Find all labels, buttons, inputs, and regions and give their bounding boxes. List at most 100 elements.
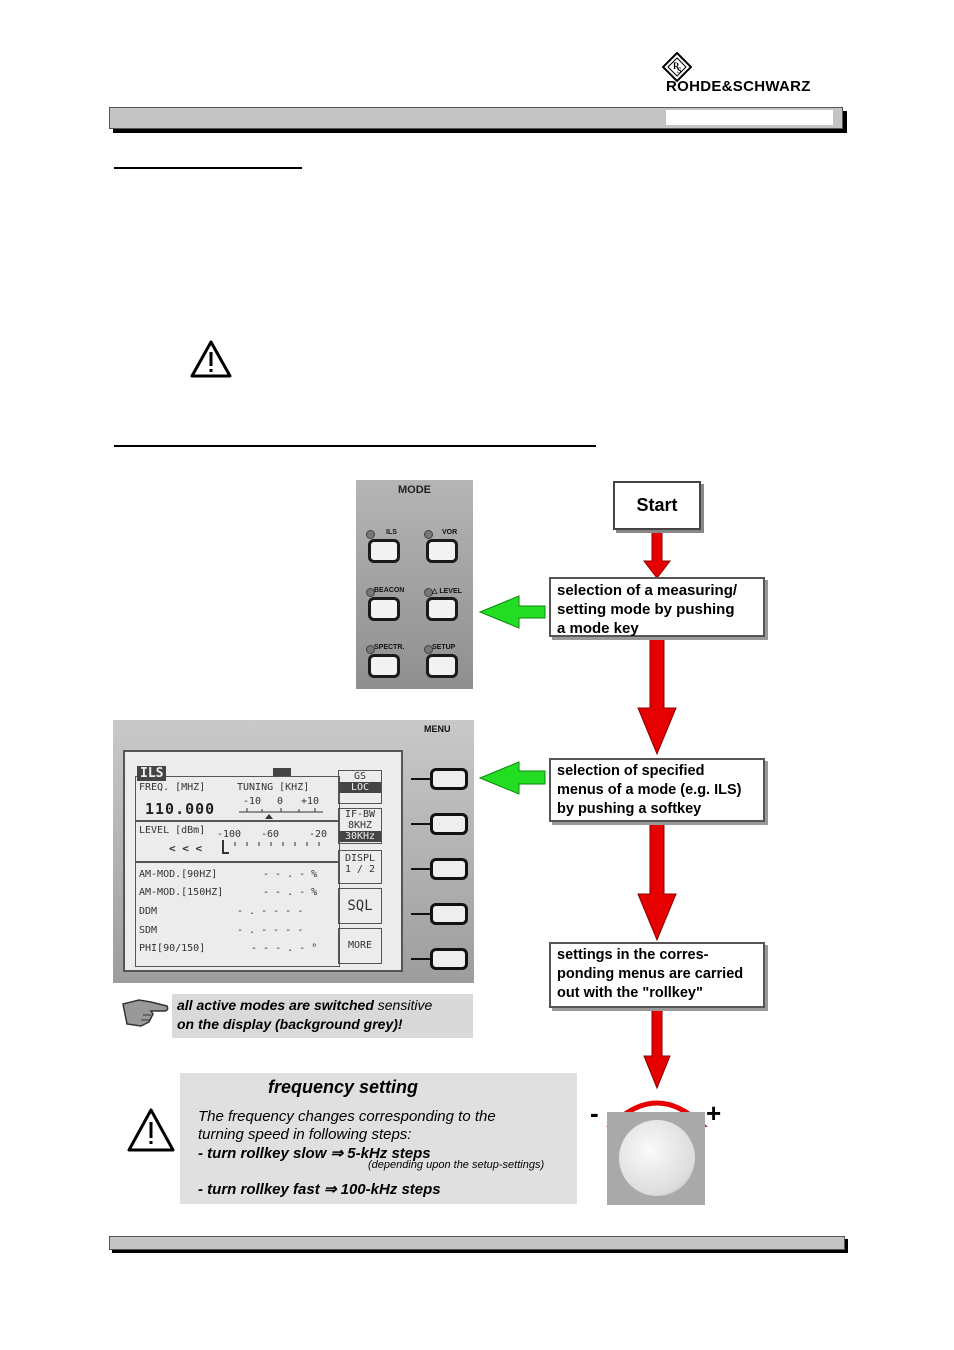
softkey-text: 8KHZ [347,820,373,831]
softkey-connector [411,958,431,960]
tuning-tick: 0 [277,796,284,807]
softkey-connector [411,823,431,825]
led-icon [424,645,433,654]
row-label: AM-MOD.[90HZ] [139,869,218,880]
tuning-label: TUNING [KHZ] [237,782,310,793]
pointing-hand-icon [122,999,169,1027]
warning-icon [190,340,232,378]
rollkey-photo [607,1112,705,1205]
section-rule [114,445,596,447]
brand-name: ROHDE&SCHWARZ [666,78,811,95]
header-bar-slot [666,110,833,125]
flow-step-rollkey-settings: settings in the corres- ponding menus ar… [549,942,765,1008]
plus-sign: + [706,1098,722,1128]
key-cap [368,597,400,621]
softkey-2[interactable] [430,813,468,835]
rollkey-fast-step: - turn rollkey fast ⇒ 100-kHz steps [198,1181,441,1198]
softkey-label-gs-loc: GS LOC [338,770,382,804]
flow-step-line: ponding menus are carried [557,966,744,982]
header-bar [109,107,843,129]
rollkey-slow-step: - turn rollkey slow ⇒ 5-kHz steps [198,1145,431,1162]
row-value: - - . - % [263,869,318,880]
led-icon [366,530,375,539]
note-line2: on the display (background grey)! [177,1016,403,1032]
key-cap [426,654,458,678]
spectrum-mode-key[interactable]: SPECTR. [362,641,406,683]
key-label: SPECTR. [374,644,405,651]
pointer-arrow-green [478,595,546,795]
setup-mode-key[interactable]: SETUP [420,641,464,683]
minus-sign: - [590,1098,599,1128]
freq-label: FREQ. [MHZ] [139,782,206,793]
mode-panel-title: MODE [398,484,431,496]
freq-value: 110.000 [145,800,216,818]
softkey-connector [411,778,431,780]
frequency-setting-box: frequency setting The frequency changes … [180,1073,577,1204]
softkey-connector [411,913,431,915]
softkey-text: 1 / 2 [344,864,376,875]
level-value: < < < [169,842,203,855]
lcd-screen: ILS FREQ. [MHZ] 110.000 TUNING [KHZ] -10… [123,750,403,972]
start-box: Start [613,481,701,530]
flow-step-softkey-selection: selection of specified menus of a mode (… [549,758,765,822]
tuning-tick: +10 [301,796,320,807]
row-label: AM-MOD.[150HZ] [139,887,224,898]
level-label: LEVEL [dBm] [139,825,206,836]
note-normal: sensitive [373,997,433,1013]
level-section [135,821,340,862]
flow-step-line: by pushing a softkey [557,801,702,817]
frequency-section [135,776,340,821]
level-scale [222,840,320,854]
menu-label: MENU [424,724,451,734]
row-label: DDM [139,906,158,917]
mode-tag: ILS [137,766,167,781]
flow-step-line: selection of specified [557,763,705,779]
row-value: - - - . - ° [251,943,318,954]
softkey-text: GS [353,771,367,782]
softkey-text-active: LOC [339,782,381,793]
level-mode-key[interactable]: △ LEVEL [420,584,464,626]
softkey-5[interactable] [430,948,468,970]
key-cap [426,539,458,563]
ils-mode-key[interactable]: ILS [362,526,406,568]
led-icon [424,588,433,597]
row-value: - . - - - - [237,906,304,917]
key-cap [368,654,400,678]
footer-bar [109,1236,845,1250]
rollkey-knob[interactable] [619,1120,695,1196]
flow-step-line: setting mode by pushing [557,601,735,618]
led-icon [424,530,433,539]
softkey-text-active: 30KHz [339,831,381,842]
led-icon [366,645,375,654]
row-value: - - . - % [263,887,318,898]
flow-step-line: menus of a mode (e.g. ILS) [557,782,742,798]
softkey-4[interactable] [430,903,468,925]
softkey-3[interactable] [430,858,468,880]
softkey-label-ifbw: IF-BW 8KHZ 30KHz [338,808,382,844]
row-label: SDM [139,925,158,936]
flow-step-line: out with the "rollkey" [557,985,703,1001]
svg-text:R: R [673,61,680,71]
rollkey-slow-note: (depending upon the setup-settings) [368,1159,545,1171]
key-label: VOR [442,529,458,536]
level-tick: -20 [309,829,328,840]
battery-icon [273,768,291,776]
row-label: PHI[90/150] [139,943,206,954]
flow-step-mode-selection: selection of a measuring/ setting mode b… [549,577,765,637]
warning-icon [127,1108,175,1152]
display-note: all active modes are switched sensitive … [172,994,473,1038]
flow-step-line: a mode key [557,620,639,637]
vor-mode-key[interactable]: VOR [420,526,464,568]
row-value: - . - - - - [237,925,304,936]
key-label: ILS [386,529,397,536]
level-tick: -60 [261,829,280,840]
frequency-setting-title: frequency setting [268,1077,419,1097]
softkey-1[interactable] [430,768,468,790]
rohde-schwarz-logo-icon: R S [662,52,692,82]
frequency-setting-text: turning speed in following steps: [198,1126,412,1143]
key-cap [368,539,400,563]
beacon-mode-key[interactable]: BEACON [362,584,406,626]
key-cap [426,597,458,621]
softkey-connector [411,868,431,870]
softkey-label-displ: DISPL 1 / 2 [338,850,382,884]
